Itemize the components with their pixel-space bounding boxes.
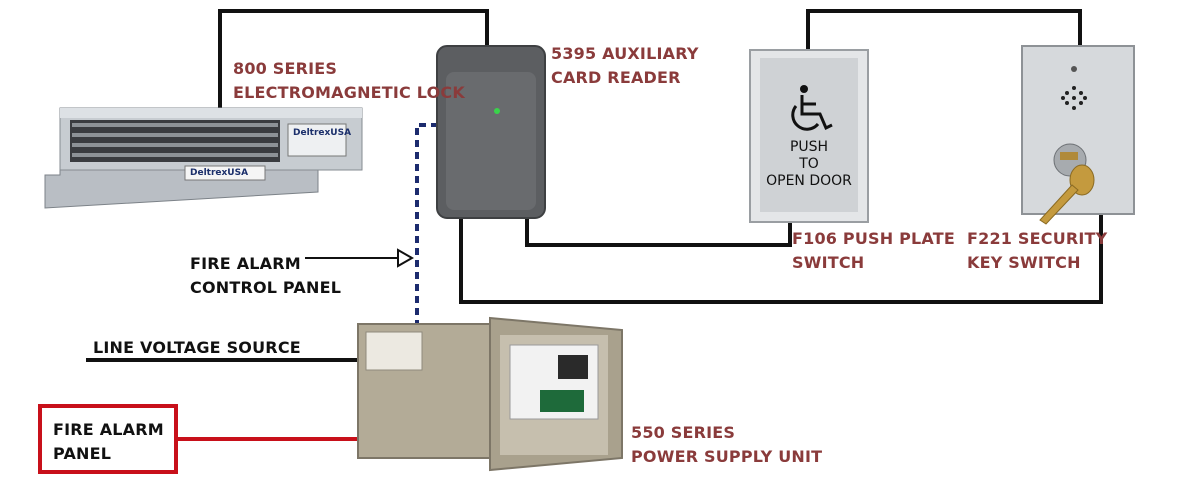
label-line-voltage-source: LINE VOLTAGE SOURCE xyxy=(93,338,301,357)
label-fire-panel-line2: PANEL xyxy=(53,444,112,463)
lock-brand-label: DeltrexUSA xyxy=(293,128,352,138)
wiring-lines xyxy=(86,9,1103,362)
speaker-grille-icon xyxy=(1061,86,1087,110)
push-plate-line3: OPEN DOOR xyxy=(766,173,852,189)
label-push-plate: F106 PUSH PLATE SWITCH xyxy=(792,227,955,275)
label-fire-control-line1: FIRE ALARM xyxy=(190,254,301,273)
power-supply-unit xyxy=(357,316,623,472)
wire-reader-to-keyswitch xyxy=(459,212,1103,304)
label-fire-control-line2: CONTROL PANEL xyxy=(190,278,342,297)
label-mag-lock-line2: ELECTROMAGNETIC LOCK xyxy=(233,83,465,102)
label-electromagnetic-lock: 800 SERIES ELECTROMAGNETIC LOCK xyxy=(233,57,465,105)
security-key-switch xyxy=(1021,45,1135,225)
label-mag-lock-line1: 800 SERIES xyxy=(233,59,338,78)
wire-lock-to-reader xyxy=(218,9,489,108)
label-fire-alarm-panel: FIRE ALARM PANEL xyxy=(53,418,164,466)
push-plate-switch xyxy=(749,49,869,223)
lock-brand-label-base: DeltrexUSA xyxy=(190,168,249,178)
label-push-plate-line1: F106 PUSH PLATE xyxy=(792,229,956,248)
wire-reader-to-pushplate xyxy=(525,216,792,247)
label-power-supply-unit: 550 SERIES POWER SUPPLY UNIT xyxy=(631,421,822,469)
push-plate-line2: TO xyxy=(799,156,819,172)
electromagnetic-lock xyxy=(44,107,363,209)
label-power-supply-line2: POWER SUPPLY UNIT xyxy=(631,447,823,466)
label-power-supply-line1: 550 SERIES xyxy=(631,423,736,442)
push-plate-line1: PUSH xyxy=(789,139,829,155)
label-fire-alarm-control-panel: FIRE ALARM CONTROL PANEL xyxy=(190,252,341,300)
wire-pushplate-to-keyswitch xyxy=(806,9,1082,52)
push-plate-text: PUSH TO OPEN DOOR xyxy=(760,139,858,190)
label-key-switch: F221 SECURITY KEY SWITCH xyxy=(967,227,1107,275)
fire-alarm-panel-box xyxy=(38,404,178,474)
wheelchair-icon xyxy=(791,85,833,131)
label-card-reader: 5395 AUXILIARY CARD READER xyxy=(551,42,699,90)
arrow-right-icon xyxy=(305,248,415,268)
label-key-switch-line1: F221 SECURITY xyxy=(967,229,1108,248)
label-card-reader-line2: CARD READER xyxy=(551,68,681,87)
label-fire-panel-line1: FIRE ALARM xyxy=(53,420,164,439)
label-key-switch-line2: KEY SWITCH xyxy=(967,253,1081,272)
label-push-plate-line2: SWITCH xyxy=(792,253,865,272)
key-icon xyxy=(1039,152,1095,225)
card-reader xyxy=(436,45,546,219)
label-card-reader-line1: 5395 AUXILIARY xyxy=(551,44,699,63)
led-indicator-icon xyxy=(494,108,500,114)
